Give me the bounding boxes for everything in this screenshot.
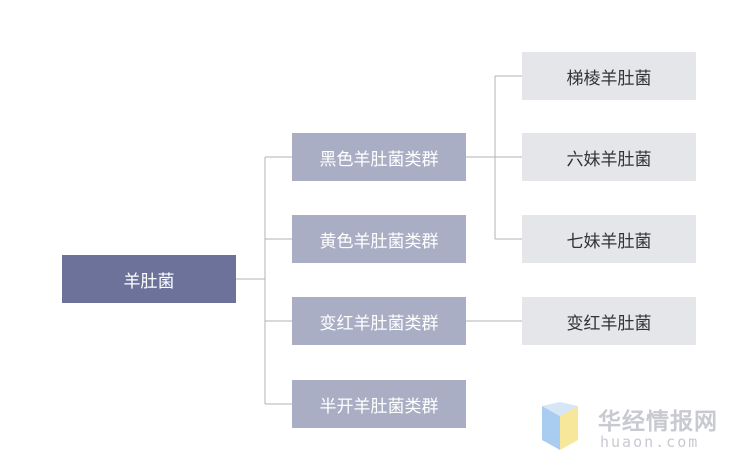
group-node-black: 黑色羊肚菌类群 <box>292 133 466 181</box>
species-node: 七妹羊肚菌 <box>522 215 696 263</box>
species-node: 六妹羊肚菌 <box>522 133 696 181</box>
watermark-name-en: huaon.com <box>600 433 700 451</box>
group-node-yellow: 黄色羊肚菌类群 <box>292 215 466 263</box>
species-node: 变红羊肚菌 <box>522 297 696 345</box>
group-node-red: 变红羊肚菌类群 <box>292 297 466 345</box>
watermark-logo: 华经情报网 huaon.com <box>540 402 735 454</box>
group-node-half-free: 半开羊肚菌类群 <box>292 380 466 428</box>
root-node: 羊肚菌 <box>62 255 236 303</box>
watermark-name-cn: 华经情报网 <box>598 409 718 435</box>
huaon-logo-icon <box>542 402 578 450</box>
species-node: 梯棱羊肚菌 <box>522 52 696 100</box>
